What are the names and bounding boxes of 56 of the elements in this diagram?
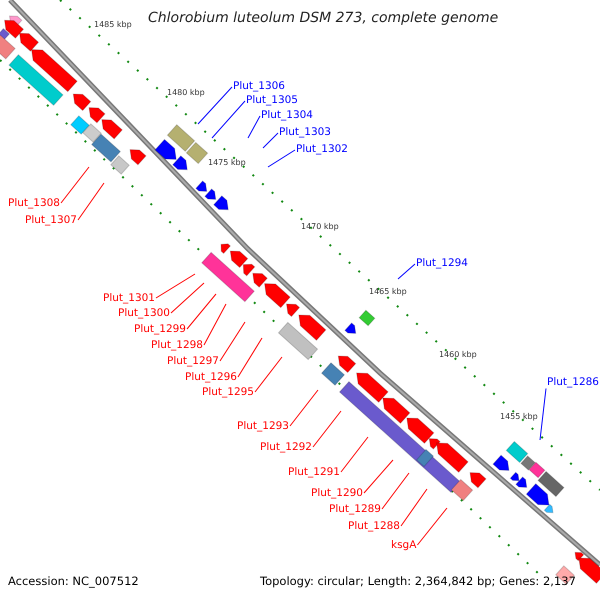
gene-label: Plut_1292 xyxy=(260,440,312,454)
leader-line xyxy=(268,150,296,168)
leader-line xyxy=(238,338,262,378)
leader-line xyxy=(382,472,410,510)
gene-label: Plut_1294 xyxy=(416,256,468,270)
leader-line xyxy=(312,410,342,448)
leader-line xyxy=(204,304,226,346)
gene-label: Plut_1301 xyxy=(103,292,155,304)
gene-label: Plut_1305 xyxy=(246,94,298,106)
gene-label: Plut_1296 xyxy=(185,370,237,384)
gene-label: Plut_1308 xyxy=(8,196,60,210)
gene-label: Plut_1300 xyxy=(118,306,170,320)
gene-label: Plut_1306 xyxy=(233,80,285,92)
leader-line xyxy=(340,436,368,472)
leader-line xyxy=(398,264,416,280)
leader-line xyxy=(212,100,246,138)
title: Chlorobium luteolum DSM 273, complete genome xyxy=(148,9,498,27)
scale-label: 1470 kbp xyxy=(301,222,339,232)
gene-label: Plut_1299 xyxy=(134,322,186,336)
leader-line xyxy=(262,132,278,148)
footer-text: Topology: circular; Length: 2,364,842 bp; Genes: 2,137 xyxy=(260,574,576,588)
gene-label: Plut_1290 xyxy=(311,486,363,500)
gene-label: ksgA xyxy=(391,538,416,552)
scale-label: 1465 kbp xyxy=(369,287,407,297)
gene-label: Plut_1303 xyxy=(279,126,331,138)
leader-line xyxy=(170,282,204,314)
gene-label: Plut_1298 xyxy=(151,338,203,352)
gene-label: Plut_1297 xyxy=(167,354,219,368)
leader-line xyxy=(78,182,104,220)
leader-line xyxy=(364,460,394,494)
leader-line xyxy=(400,488,428,526)
gene-label: Plut_1304 xyxy=(261,108,313,122)
scale-label: 1460 kbp xyxy=(439,350,477,360)
leader-line xyxy=(198,86,232,124)
leader-line xyxy=(60,166,90,204)
gene-label: Plut_1291 xyxy=(288,466,340,478)
footer-text: Accession: NC_007512 xyxy=(8,574,139,588)
scale-label: 1475 kbp xyxy=(208,158,246,168)
leader-line xyxy=(540,388,546,440)
gene-label: Plut_1289 xyxy=(329,502,381,516)
gene-label: Plut_1288 xyxy=(348,520,400,532)
leader-line xyxy=(290,390,318,426)
scale-label: 1480 kbp xyxy=(167,88,205,98)
scale-label: 1485 kbp xyxy=(94,20,132,30)
gene-label: Plut_1307 xyxy=(25,214,77,226)
leader-line xyxy=(186,294,216,330)
leader-line xyxy=(254,356,282,392)
gene-label: Plut_1295 xyxy=(202,386,254,398)
leader-line xyxy=(416,508,448,546)
leader-line xyxy=(220,322,246,362)
leader-line xyxy=(156,274,196,298)
gene-label: Plut_1293 xyxy=(237,420,289,432)
gene-label: Plut_1302 xyxy=(296,142,348,156)
leader-line xyxy=(248,116,260,138)
gene-label: Plut_1286 xyxy=(547,376,599,388)
scale-label: 1455 kbp xyxy=(500,412,538,422)
